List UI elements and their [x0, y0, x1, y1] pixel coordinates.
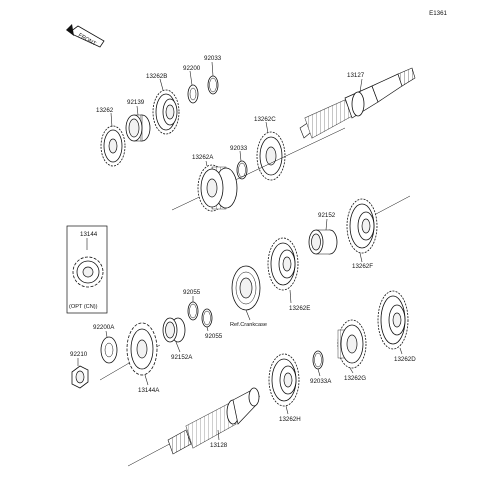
needle-bearing-92139: [125, 114, 151, 142]
option-label: (OPT (CN)): [69, 304, 98, 310]
leader-92152A: [175, 341, 181, 353]
leader-13262E: [289, 289, 292, 304]
label-92033A: 92033A: [310, 378, 332, 385]
o-ring-92055-a: [187, 301, 199, 321]
collar-92152: [308, 229, 338, 255]
leader-92033-middle: [239, 150, 242, 162]
leader-13262: [110, 112, 113, 128]
label-13262E: 13262E: [289, 305, 310, 312]
leader-92033A: [317, 368, 321, 377]
washer-92200A: [100, 336, 118, 364]
gear-13262C-upper: [256, 131, 286, 181]
collar-92152A: [162, 317, 186, 343]
circlip-92033-middle: [236, 160, 248, 180]
leader-92200A: [105, 330, 108, 338]
ref-label: Ref.Crankcase: [230, 322, 267, 328]
label-13144: 13144: [80, 231, 98, 238]
washer-92200: [187, 84, 199, 104]
gear-13262F: [346, 198, 378, 254]
leader-92055-b: [206, 326, 209, 332]
label-13262A: 13262A: [192, 154, 214, 161]
leader-92200: [189, 70, 193, 86]
o-ring-92055-b: [201, 308, 213, 328]
label-92200: 92200: [183, 65, 201, 72]
label-92152: 92152: [318, 212, 336, 219]
nut-92210: [71, 365, 89, 389]
label-92210: 92210: [70, 351, 88, 358]
leader-13262C-upper: [265, 121, 269, 134]
label-13262B: 13262B: [146, 73, 167, 80]
gear-13262B: [152, 89, 180, 135]
sprocket-13144: [72, 256, 104, 288]
leader-13144A: [144, 374, 149, 386]
shaft-13128: [167, 387, 260, 455]
label-92055-a: 92055: [183, 289, 201, 296]
leader-13262B: [159, 78, 164, 91]
leader-13127: [359, 78, 363, 93]
leader-92033-upper: [211, 61, 214, 77]
leader-92152: [325, 218, 328, 231]
leader-92139: [136, 105, 139, 116]
label-13127: 13127: [347, 72, 365, 79]
label-92033-middle: 92033: [230, 145, 248, 152]
diagram-code: E1361: [429, 10, 447, 17]
gear-13262E: [267, 237, 299, 291]
label-13262H: 13262H: [279, 416, 301, 423]
circlip-92033A: [312, 350, 324, 370]
label-92033-upper: 92033: [204, 55, 222, 62]
shaft-13127: [299, 67, 416, 139]
label-13144A: 13144A: [138, 387, 160, 394]
leader-13128: [217, 429, 220, 441]
leader-13262G: [349, 367, 354, 374]
axis-line-right: [375, 195, 411, 215]
ball-bearing: [231, 265, 261, 311]
label-92200A: 92200A: [93, 324, 115, 331]
label-13262C-upper: 13262C: [254, 116, 276, 123]
label-13262G: 13262G: [344, 375, 366, 382]
label-13262F: 13262F: [352, 263, 373, 270]
label-13262: 13262: [96, 107, 114, 114]
label-92139: 92139: [127, 99, 145, 106]
gear-13262H: [268, 353, 300, 407]
gear-13262G: [337, 319, 367, 369]
leader-13262H: [285, 405, 289, 415]
sprocket-13144A: [126, 322, 158, 376]
front-arrow-icon: FRONT: [66, 24, 105, 48]
leader-13262D: [399, 347, 403, 355]
gear-13262: [100, 125, 126, 167]
label-92055-b: 92055: [205, 333, 223, 340]
label-13128: 13128: [210, 442, 228, 449]
leader-ref: [245, 309, 251, 321]
axis-line-upper: [171, 127, 346, 211]
option-box: 13144 (OPT (CN)): [66, 225, 108, 314]
label-13262D: 13262D: [394, 356, 416, 363]
gear-13262A: [197, 164, 238, 212]
label-92152A: 92152A: [171, 354, 193, 361]
circlip-92033-upper: [207, 75, 219, 95]
gear-13262D: [377, 290, 409, 350]
leader-13262F: [359, 252, 363, 263]
leader-13262A: [205, 160, 208, 167]
